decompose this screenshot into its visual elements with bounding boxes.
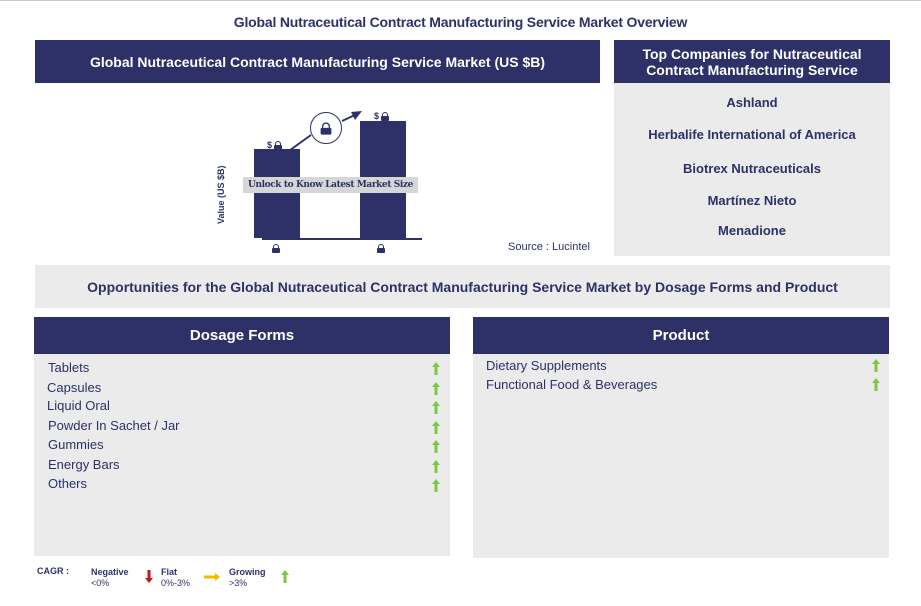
lock-circle bbox=[310, 112, 342, 144]
company-item: Herbalife International of America bbox=[648, 127, 856, 142]
x-label-lock-icon bbox=[377, 244, 385, 253]
bar-current-value: $ bbox=[267, 140, 283, 150]
legend-title: CAGR : bbox=[37, 566, 69, 576]
market-size-chart: $ $ Unlock to Know Latest Market Size So… bbox=[35, 83, 600, 258]
page-title: Global Nutraceutical Contract Manufactur… bbox=[233, 14, 688, 30]
legend-flat-range: 0%-3% bbox=[161, 578, 191, 588]
legend-negative-label: Negative bbox=[91, 567, 129, 577]
cagr-legend: CAGR : Negative <0% Flat 0%-3% Growing >… bbox=[0, 565, 320, 595]
lock-icon bbox=[320, 121, 332, 135]
product-list: Dietary Supplements Functional Food & Be… bbox=[473, 354, 889, 558]
list-item: Tablets bbox=[48, 360, 90, 375]
legend-growing-label: Growing bbox=[229, 567, 266, 577]
product-header: Product bbox=[473, 317, 889, 354]
list-item: Capsules bbox=[47, 380, 102, 395]
growing-arrow-icon bbox=[432, 440, 440, 453]
growing-arrow-icon bbox=[872, 378, 880, 391]
growing-arrow-icon bbox=[432, 421, 440, 434]
legend-negative-range: <0% bbox=[91, 578, 110, 588]
legend-growing-range: >3% bbox=[229, 578, 248, 588]
company-item: Ashland bbox=[726, 95, 778, 110]
growing-arrow-icon bbox=[432, 460, 440, 473]
top-divider bbox=[0, 0, 921, 1]
growing-arrow-icon bbox=[432, 479, 440, 492]
list-item: Powder In Sachet / Jar bbox=[48, 418, 180, 433]
lock-icon bbox=[381, 111, 390, 121]
company-item: Biotrex Nutraceuticals bbox=[683, 161, 821, 176]
negative-arrow-icon bbox=[145, 570, 153, 583]
dosage-forms-list: Tablets Capsules Liquid Oral Powder In S… bbox=[34, 354, 450, 556]
list-item: Others bbox=[48, 476, 88, 491]
growth-arrow-icon bbox=[285, 111, 362, 154]
y-axis-label: Value (US $B) bbox=[216, 165, 226, 224]
market-size-header: Global Nutraceutical Contract Manufactur… bbox=[35, 40, 600, 83]
bar-current bbox=[254, 149, 300, 238]
legend-flat-label: Flat bbox=[161, 567, 178, 577]
list-item: Functional Food & Beverages bbox=[486, 377, 658, 392]
growing-arrow-icon bbox=[432, 362, 440, 375]
growing-arrow-icon bbox=[872, 359, 880, 372]
list-item: Gummies bbox=[48, 437, 104, 452]
growing-arrow-icon bbox=[432, 382, 440, 395]
opportunities-banner: Opportunities for the Global Nutraceutic… bbox=[35, 265, 890, 308]
dosage-forms-header: Dosage Forms bbox=[34, 317, 450, 354]
growing-arrow-icon bbox=[281, 570, 289, 583]
flat-arrow-icon bbox=[204, 573, 220, 581]
x-axis-line bbox=[262, 238, 422, 240]
growing-arrow-icon bbox=[432, 401, 440, 414]
companies-header: Top Companies for Nutraceutical Contract… bbox=[614, 40, 890, 83]
bar-forecast-value: $ bbox=[374, 111, 390, 121]
list-item: Liquid Oral bbox=[47, 398, 110, 413]
source-label: Source : Lucintel bbox=[508, 241, 590, 253]
x-label-lock-icon bbox=[272, 244, 280, 253]
company-item: Menadione bbox=[718, 223, 786, 238]
list-item: Energy Bars bbox=[48, 457, 120, 472]
company-item: Martínez Nieto bbox=[707, 193, 797, 208]
unlock-market-size-button[interactable]: Unlock to Know Latest Market Size bbox=[243, 177, 418, 193]
lock-icon bbox=[274, 140, 283, 150]
list-item: Dietary Supplements bbox=[486, 358, 607, 373]
companies-list: Ashland Herbalife International of Ameri… bbox=[614, 83, 890, 256]
